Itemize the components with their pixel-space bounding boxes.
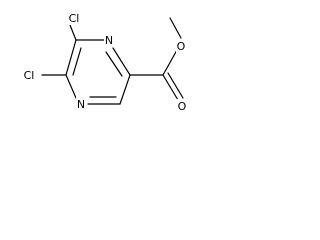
bond-carbonyl-carbon-o-double-1 [162,74,179,101]
bond-carbonyl-carbon-o-double-2 [167,72,184,99]
nitrogen-atom-bottom: N [77,98,85,111]
bond-c5-c6-double [72,47,82,76]
bond-n1-c2-double [105,51,123,77]
bond-n4-c5 [65,74,77,99]
molecule-structure: Cl Cl N N O O [19,11,188,113]
bond-o-methyl [169,17,182,39]
oxygen-atom-ester: O [177,40,186,53]
bond-c6-cl [69,24,77,41]
bond-n1-c2 [112,47,131,76]
bond-c5-c6 [65,39,77,76]
bond-c2-c3 [119,74,131,105]
nitrogen-atom-top: N [105,34,113,47]
bond-carbonyl-carbon-o-single [162,49,178,76]
oxygen-atom-carbonyl: O [178,100,187,113]
chlorine-atom-top: Cl [69,12,80,25]
chlorine-atom-bottom: Cl [24,69,35,82]
